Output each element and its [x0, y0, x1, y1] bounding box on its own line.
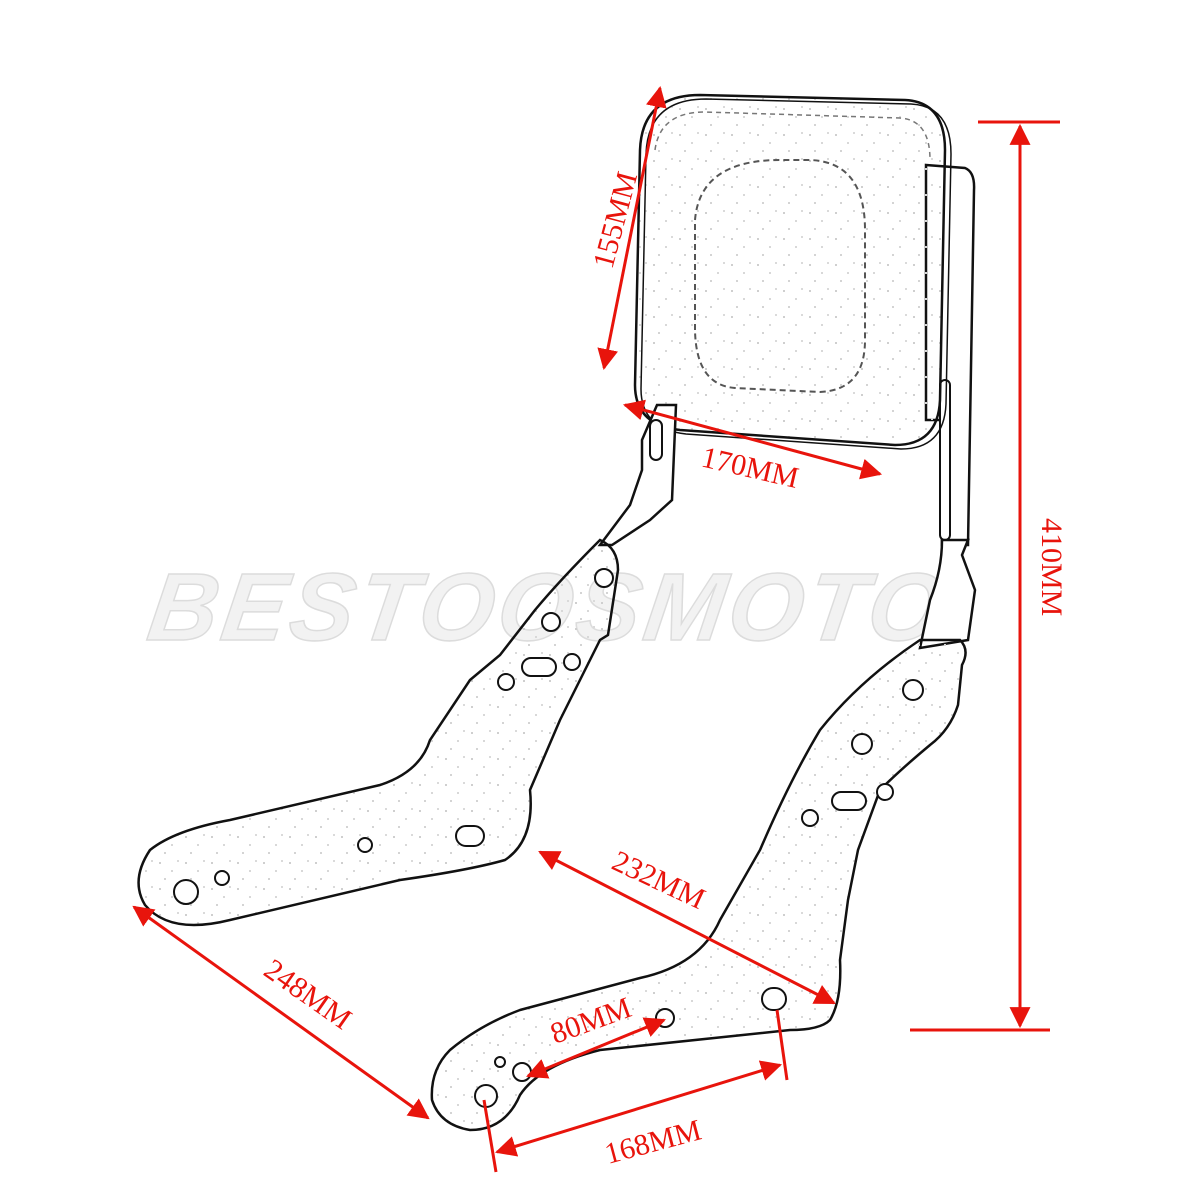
bolt-head [902, 679, 924, 701]
bolt-head [594, 568, 614, 588]
round-hole [801, 809, 819, 827]
left-upright-slot [649, 419, 663, 461]
left-plate-holes [173, 568, 614, 905]
round-hole [357, 837, 373, 853]
dimline-pad-width [622, 399, 883, 480]
dimline-pad-height [597, 85, 667, 371]
round-hole [497, 673, 515, 691]
round-hole [214, 870, 230, 886]
label-plate-outer-span: 248MM [258, 953, 357, 1036]
backrest-pad [633, 93, 976, 547]
left-frame [137, 403, 678, 927]
rear-upright-slot [939, 379, 951, 541]
dimline-mount-spacing [494, 1060, 783, 1157]
bolt-head [512, 1062, 532, 1082]
dimline-mount-spacing-right-tick [775, 1009, 789, 1081]
dimline-mount-spacing-left-tick [482, 1099, 498, 1173]
label-total-height: 410MM [1035, 518, 1068, 616]
right-side-plate [430, 638, 967, 1132]
slot-hole [831, 791, 867, 811]
pad-shell [633, 93, 947, 447]
label-pad-height: 155MM [587, 168, 644, 272]
right-upright-tube [918, 538, 977, 650]
label-mount-spacing: 168MM [601, 1113, 705, 1170]
right-frame [430, 538, 977, 1132]
pad-stitching [694, 159, 866, 394]
bolt-head [851, 733, 873, 755]
round-hole [876, 783, 894, 801]
round-hole [563, 653, 581, 671]
bolt-head [655, 1008, 675, 1028]
slot-hole [761, 987, 787, 1011]
slot-hole [521, 657, 557, 677]
bolt-head [541, 612, 561, 632]
round-hole [494, 1056, 506, 1068]
round-hole [173, 879, 199, 905]
dimline-plate-outer-span [132, 905, 430, 1120]
dimline-plate-inner-span [538, 850, 836, 1005]
left-upright-tube [597, 403, 678, 547]
slot-hole [455, 825, 485, 847]
dimension-lines [132, 85, 1060, 1173]
label-plate-inner-span: 232MM [607, 844, 710, 915]
